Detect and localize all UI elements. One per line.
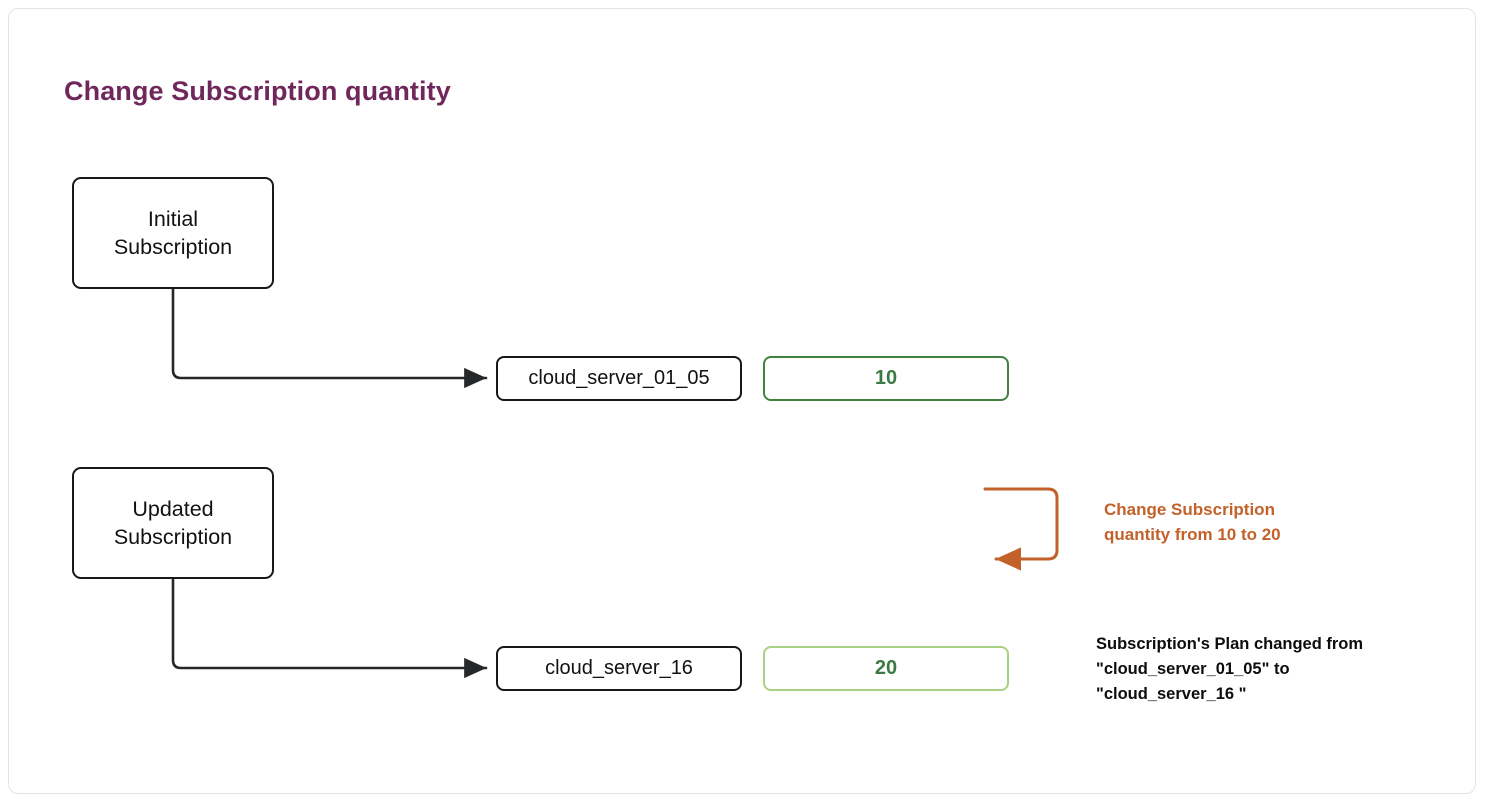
annotation-change-quantity: Change Subscription quantity from 10 to …	[1104, 500, 1281, 544]
node-initial-subscription[interactable]: Initial Subscription	[72, 177, 274, 289]
connector-initial-to-plan	[171, 287, 488, 389]
connector-updated-to-plan	[171, 577, 488, 679]
node-plan-initial[interactable]: cloud_server_01_05	[496, 356, 742, 401]
annotation-plan-changed: Subscription's Plan changed from "cloud_…	[1096, 635, 1364, 704]
node-quantity-initial[interactable]: 10	[763, 356, 1009, 401]
node-updated-subscription[interactable]: Updated Subscription	[72, 467, 274, 579]
page-frame	[8, 8, 1476, 794]
node-quantity-updated[interactable]: 20	[763, 646, 1009, 691]
page-title: Change Subscription quantity	[64, 76, 451, 106]
connector-quantity-change-arrow	[983, 487, 1059, 571]
node-plan-updated[interactable]: cloud_server_16	[496, 646, 742, 691]
